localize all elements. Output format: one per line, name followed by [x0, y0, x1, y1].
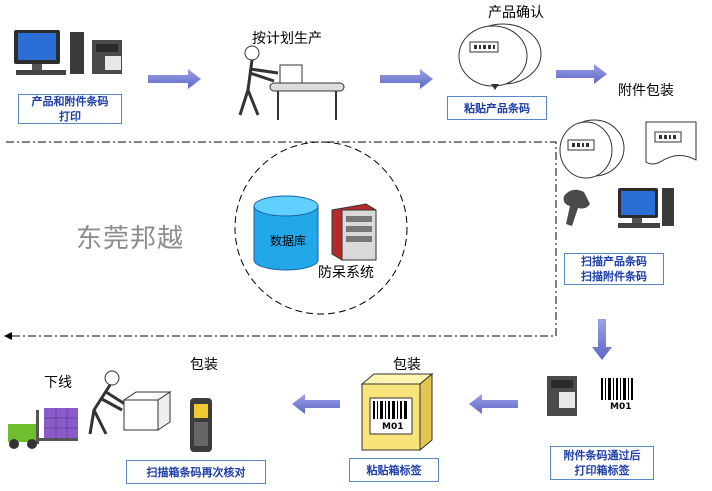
arrow-5 [292, 394, 340, 414]
label-printer-icon [547, 376, 633, 416]
step-stick-product: 粘贴产品条码 [447, 96, 547, 120]
step-produce-label: 按计划生产 [252, 31, 322, 47]
arrow-4 [469, 394, 518, 414]
step-accessory-pack-label: 附件包装 [618, 83, 674, 99]
box-m01-label: M01 [382, 422, 404, 432]
worker-packing-icon [88, 370, 172, 435]
system-label: 防呆系统 [318, 265, 374, 281]
step-print-labels: 产品和附件条码打印 [18, 94, 122, 124]
database-label: 数据库 [270, 234, 307, 248]
arrow-3 [556, 64, 607, 84]
arrow-1 [148, 69, 201, 89]
labeled-box-icon [360, 372, 434, 452]
step-print-box-text-1: 附件条码通过后 [563, 449, 641, 462]
database-icon [253, 195, 319, 271]
printer-m01-label: M01 [610, 402, 632, 412]
worker-conveyor-icon [238, 45, 345, 120]
step-scan-codes-text-2: 扫描附件条码 [581, 270, 647, 283]
step-scan-codes: 扫描产品条码 扫描附件条码 [564, 253, 664, 285]
step-pack-label-2: 包装 [393, 357, 421, 373]
step-scan-codes-text-1: 扫描产品条码 [581, 255, 647, 268]
handheld-scanner-icon [190, 398, 212, 452]
arrow-2 [380, 69, 433, 89]
loop-arrowhead [4, 332, 12, 340]
dashdot-loop [6, 141, 557, 337]
step-stick-product-text: 粘贴产品条码 [464, 101, 530, 115]
step-pack-label-1: 包装 [190, 357, 218, 373]
step-confirm-label: 产品确认 [488, 5, 544, 21]
system-circle [234, 141, 408, 315]
product-label-icon [458, 23, 542, 90]
forklift-icon [8, 408, 78, 449]
step-print-box-text-2: 打印箱标签 [574, 464, 630, 477]
step-scan-box: 扫描箱条码再次核对 [126, 460, 266, 484]
step-stick-box: 粘贴箱标签 [349, 458, 439, 482]
step-print-labels-text: 产品和附件条码打印 [31, 95, 109, 123]
step-print-box: 附件条码通过后 打印箱标签 [550, 446, 654, 480]
step-offline-label: 下线 [44, 375, 72, 391]
watermark-text: 东莞邦越 [76, 224, 185, 254]
step-stick-box-text: 粘贴箱标签 [366, 463, 422, 477]
computer-printer-icon [14, 30, 122, 75]
arrow-down [592, 319, 612, 360]
server-icon [331, 203, 377, 261]
scanner-computer-icon [563, 188, 674, 228]
accessory-label-icon [559, 119, 697, 179]
step-scan-box-text: 扫描箱条码再次核对 [146, 465, 246, 479]
